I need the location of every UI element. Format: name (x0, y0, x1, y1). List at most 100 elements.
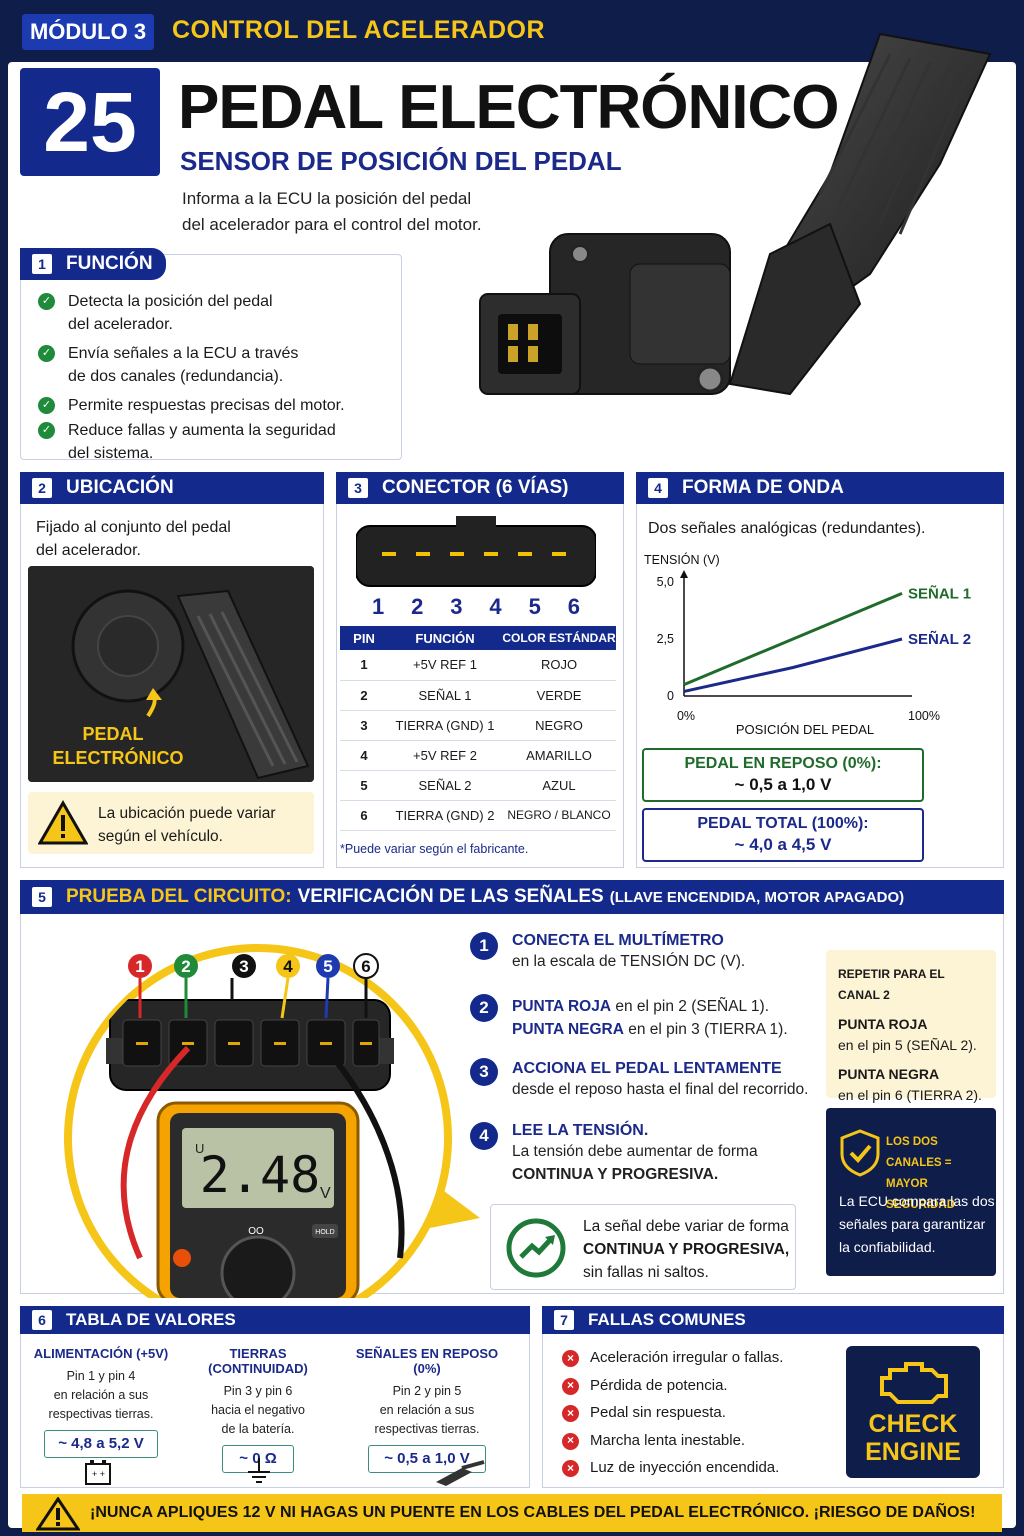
list-item: ×Aceleración irregular o fallas. (556, 1344, 836, 1372)
prueba-title-highlight: PRUEBA DEL CIRCUITO: (66, 886, 292, 907)
warning-icon (38, 800, 88, 845)
ubicacion-header: 2 UBICACIÓN (20, 472, 324, 504)
check-icon: ✓ (38, 345, 55, 362)
security-box: LOS DOS CANALES =MAYOR SEGURIDAD La ECU … (826, 1108, 996, 1276)
valores-col-tierras: TIERRAS (CONTINUIDAD) Pin 3 y pin 6 haci… (186, 1346, 330, 1473)
check-label: CHECK (868, 1410, 958, 1438)
y-axis-arrow (680, 570, 688, 578)
step-1: CONECTA EL MULTÍMETRO en la escala de TE… (512, 932, 746, 970)
top-bar (0, 0, 1024, 62)
list-item: ✓Permite respuestas precisas del motor. (38, 394, 388, 417)
pedal-location-photo: PEDAL ELECTRÓNICO (28, 566, 314, 782)
step-4-number: 4 (470, 1122, 498, 1150)
multimeter-test-illustration: U V 2.48 HOLD OO 1 2 3 4 5 6 (64, 944, 480, 1298)
y-axis-label: TENSIÓN (V) (644, 552, 720, 567)
x-icon: × (562, 1432, 579, 1450)
module-badge: MÓDULO 3 (22, 14, 154, 50)
lesson-number: 25 (20, 68, 160, 176)
svg-text:2: 2 (181, 957, 190, 976)
svg-text:4: 4 (283, 957, 293, 976)
step-1-number: 1 (470, 932, 498, 960)
battery-icon: + + (85, 1460, 111, 1485)
connector-note: *Puede variar según el fabricante. (340, 842, 529, 856)
connector-6pin-illustration (356, 516, 596, 587)
step-2-number: 2 (470, 994, 498, 1022)
intro-line: del acelerador para el control del motor… (182, 215, 482, 234)
onda-panel (636, 472, 1004, 868)
fallas-list: ×Aceleración irregular o fallas. ×Pérdid… (556, 1344, 836, 1482)
list-item: ×Luz de inyección encendida. (556, 1454, 836, 1482)
intro-line: Informa a la ECU la posición del pedal (182, 189, 472, 208)
footer-warning: ¡NUNCA APLIQUES 12 V NI HAGAS UN PUENTE … (22, 1494, 1002, 1532)
x-icon: × (562, 1350, 579, 1367)
list-item: ×Pérdida de potencia. (556, 1372, 836, 1400)
svg-text:3: 3 (239, 957, 248, 976)
svg-text:ELECTRÓNICO: ELECTRÓNICO (52, 747, 183, 768)
x-icon: × (562, 1377, 579, 1395)
y-tick-label: 0 (667, 689, 674, 703)
x-icon: × (562, 1405, 579, 1422)
warning-icon (36, 1497, 80, 1531)
list-item: ×Pedal sin respuesta. (556, 1399, 836, 1427)
pedal-rest-icon (436, 1460, 485, 1486)
total-value: ~ 4,0 a 4,5 V (734, 835, 832, 854)
section-title: FUNCIÓN (66, 253, 153, 274)
svg-text:5: 5 (323, 957, 332, 976)
funcion-header: 1 FUNCIÓN (20, 248, 166, 280)
repeat-channel-2: REPETIR PARA EL CANAL 2 PUNTA ROJA en el… (826, 950, 996, 1103)
valores-header: 6 TABLA DE VALORES (20, 1306, 530, 1334)
series-line-2 (683, 637, 903, 693)
valores-col-senales: SEÑALES EN REPOSO (0%) Pin 2 y pin 5 en … (350, 1346, 504, 1473)
waveform-chart: TENSIÓN (V)5,02,500%100%POSICIÓN DEL PED… (644, 552, 971, 737)
fallas-header: 7 FALLAS COMUNES (542, 1306, 1004, 1334)
x-axis-label: POSICIÓN DEL PEDAL (736, 722, 874, 737)
x-tick-label: 0% (677, 709, 695, 723)
section-title: FALLAS COMUNES (588, 1310, 746, 1329)
trend-up-icon (506, 1218, 566, 1278)
section-title: CONECTOR (6 VÍAS) (382, 477, 569, 498)
pedal-illustration (479, 32, 992, 396)
svg-text:+ +: + + (92, 1469, 105, 1479)
x-icon: × (562, 1460, 579, 1477)
step-4: LEE LA TENSIÓN. La tensión debe aumentar… (512, 1122, 758, 1183)
shield-check-icon (840, 1129, 880, 1177)
section-title: TABLA DE VALORES (66, 1310, 236, 1329)
step-3-number: 3 (470, 1058, 498, 1086)
check-icon: ✓ (38, 293, 55, 310)
module-title: CONTROL DEL ACELERADOR (172, 16, 546, 44)
svg-text:U: U (195, 1141, 204, 1156)
section-number: 5 (32, 887, 52, 907)
section-number: 3 (348, 478, 368, 498)
funcion-panel (20, 254, 402, 460)
prueba-title: VERIFICACIÓN DE LAS SEÑALES (297, 886, 604, 907)
conector-header: 3 CONECTOR (6 VÍAS) (336, 472, 624, 504)
section-title: FORMA DE ONDA (682, 477, 844, 498)
x-tick-label: 100% (908, 709, 940, 723)
svg-text:PEDAL: PEDAL (82, 724, 143, 744)
svg-text:HOLD: HOLD (315, 1229, 334, 1236)
svg-text:6: 6 (361, 957, 370, 976)
prueba-title-note: (LLAVE ENCENDIDA, MOTOR APAGADO) (609, 888, 905, 906)
ok-signal-box: La señal debe variar de forma CONTINUA Y… (490, 1204, 796, 1290)
section-title: UBICACIÓN (66, 477, 174, 498)
footer-warning-text: ¡NUNCA APLIQUES 12 V NI HAGAS UN PUENTE … (90, 1504, 976, 1521)
step-2: PUNTA ROJA en el pin 2 (SEÑAL 1). PUNTA … (512, 998, 788, 1038)
series-label-1: SEÑAL 1 (908, 584, 971, 602)
section-number: 4 (648, 478, 668, 498)
onda-header: 4 FORMA DE ONDA (636, 472, 1004, 504)
total-title: PEDAL TOTAL (100%): (697, 815, 869, 832)
ground-icon (248, 1458, 270, 1483)
check-engine-box: CHECK ENGINE (846, 1346, 980, 1478)
page-subtitle: SENSOR DE POSICIÓN DEL PEDAL (180, 146, 622, 176)
svg-text:V: V (320, 1185, 331, 1202)
ok-signal-text: La señal debe variar de forma CONTINUA Y… (583, 1218, 790, 1281)
list-item: ×Marcha lenta inestable. (556, 1427, 836, 1455)
